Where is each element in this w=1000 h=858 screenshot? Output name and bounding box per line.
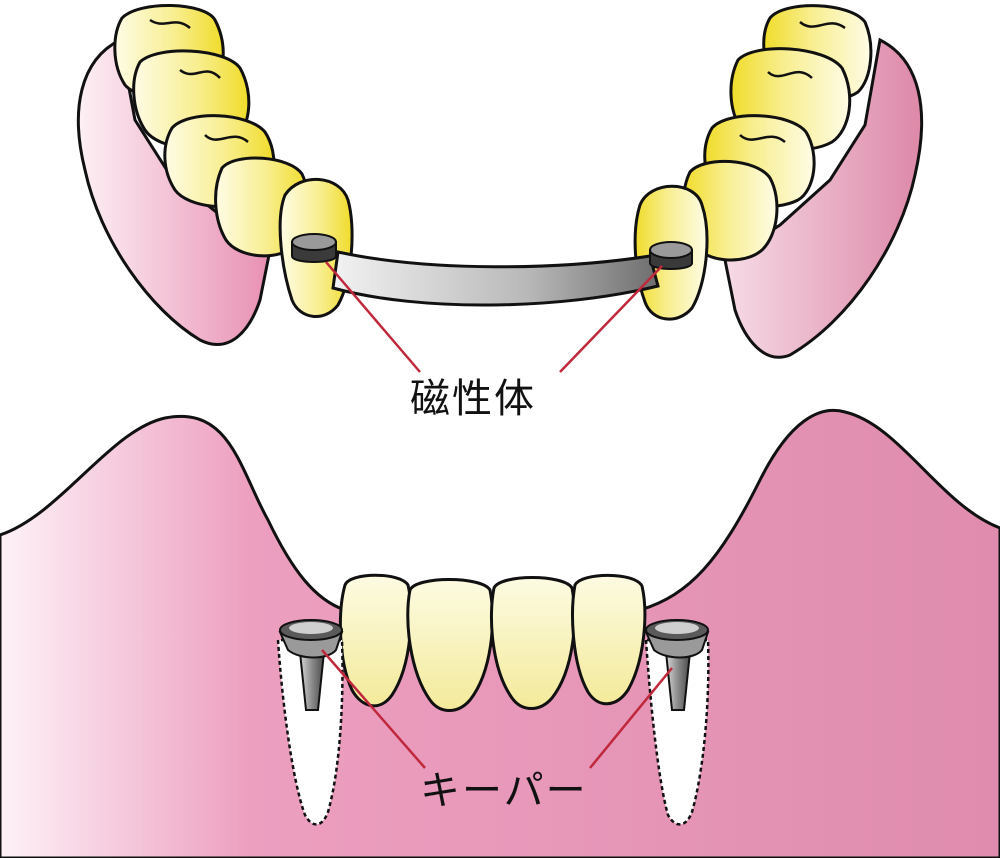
lingual-bar [331,250,660,307]
root-outline-left [276,638,344,826]
groove-left-3 [204,134,249,143]
magnet-right [649,241,693,270]
front-tooth-2 [406,578,495,712]
front-tooth-4 [571,573,647,706]
keeper-label: キーパー [420,768,588,814]
root-outline-right [644,638,710,826]
denture-base-left [76,37,272,346]
groove-left-1 [149,18,191,29]
leader-line-magnet-left [325,261,421,373]
magnet-left [291,233,337,263]
leader-line-keeper-left [321,649,426,769]
removable-denture [76,3,924,373]
keeper-left [278,619,344,711]
magnet-label: 磁性体 [410,376,536,422]
groove-left-2 [179,68,221,79]
leader-line-magnet-right [559,265,663,373]
groove-right-1 [799,20,846,30]
lower-jaw [0,408,1000,858]
keeper-right [644,619,710,711]
groove-right-2 [767,70,813,79]
groove-right-3 [739,134,786,144]
leader-line-keeper-right [589,667,673,769]
front-tooth-3 [489,576,577,710]
denture-base-right [723,37,924,359]
